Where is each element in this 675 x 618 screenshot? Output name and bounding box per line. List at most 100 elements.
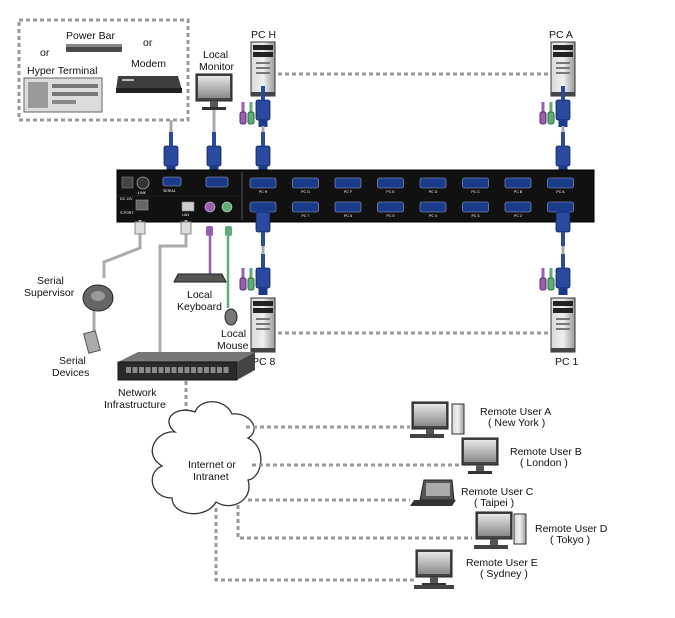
pc-port-label: PC G — [301, 190, 310, 194]
remote-user-name: Remote User D — [535, 523, 608, 535]
pc-port-label: PC B — [514, 190, 523, 194]
serial-port-label: SERIAL — [163, 189, 176, 193]
pc-port — [504, 177, 532, 189]
switch-port — [204, 367, 209, 373]
pc-a-label: PC A — [549, 29, 573, 41]
switch-port — [126, 367, 131, 373]
pc-tower-icon — [550, 297, 576, 353]
pc-port-label: PC 2 — [514, 214, 522, 218]
remote-user-city: ( Sydney ) — [480, 568, 528, 580]
pc-h-label: PC H — [251, 29, 276, 41]
power-bar-icon — [66, 44, 122, 52]
switch-port — [184, 367, 190, 373]
monitor-icon — [461, 437, 499, 475]
pc-port-label: PC D — [429, 190, 438, 194]
pc-port — [462, 201, 489, 213]
lan-port — [181, 201, 195, 212]
switch-port — [139, 367, 144, 373]
pc-port — [547, 177, 574, 189]
vga-cable-icon — [555, 253, 571, 296]
switch-port — [217, 367, 222, 373]
pc-ports-bottom: PC 8PC 7PC 6PC 5PC 4PC 3PC 2PC 1 — [249, 201, 574, 218]
switch-port — [132, 367, 138, 373]
pc-port-label: PC 4 — [429, 214, 437, 218]
switch-port — [145, 367, 151, 373]
remote-links — [214, 425, 472, 582]
pc-port — [504, 201, 532, 213]
pc-port-label: PC 5 — [387, 214, 395, 218]
switch-port — [158, 367, 164, 373]
pc-port — [292, 177, 319, 189]
pc-port — [292, 201, 319, 213]
keyboard-icon — [173, 273, 227, 283]
remote-user-name: Remote User B — [510, 446, 582, 458]
dc-label: DC 12V — [120, 197, 133, 201]
hyper-terminal-label: Hyper Terminal — [27, 65, 97, 77]
remote-user-a: Remote User A ( New York ) — [410, 401, 551, 439]
mouse-icon — [224, 308, 238, 326]
pc-port — [377, 201, 404, 213]
mouse-port — [221, 201, 233, 213]
console-vga-port — [205, 176, 229, 188]
pc-port — [377, 177, 404, 189]
pc-port-label: PC A — [556, 190, 565, 194]
lan-cable — [158, 220, 188, 355]
keyboard-port — [204, 201, 216, 213]
modem-label: Modem — [131, 58, 166, 70]
pc-tower-icon — [451, 403, 465, 435]
pc-tower-icon — [250, 297, 276, 353]
pc-port-label: PC 6 — [344, 214, 352, 218]
vga-connector-icon — [555, 131, 571, 174]
monitor-icon — [415, 549, 453, 587]
pc-port-label: PC E — [386, 190, 395, 194]
monitor-icon — [195, 73, 233, 111]
remote-user-e: Remote User E ( Sydney ) — [414, 549, 538, 589]
remote-user-b: Remote User B ( London ) — [461, 437, 582, 475]
remote-user-city: ( London ) — [520, 457, 568, 469]
ps2-cable-icon — [538, 266, 556, 292]
hyper-terminal-icon — [23, 77, 103, 113]
ps2-cable-icon — [538, 100, 556, 126]
switch-port — [165, 367, 170, 373]
serial-plug-icon — [83, 330, 101, 354]
remote-user-city: ( Tokyo ) — [550, 534, 590, 546]
or-label: or — [40, 47, 50, 59]
switch-port — [223, 367, 229, 373]
keyboard-icon — [414, 585, 454, 589]
monitor-icon — [475, 511, 513, 549]
pc-port — [419, 201, 447, 213]
keyboard-icon — [474, 545, 508, 549]
pc-port — [334, 201, 362, 213]
pc-port — [334, 177, 362, 189]
pc-1-label: PC 1 — [555, 356, 579, 368]
remote-user-c: Remote User C ( Taipei ) — [410, 479, 534, 509]
ps2-cable-icon — [238, 100, 256, 126]
pc-port-label: PC H — [259, 190, 268, 194]
serial-connector-icon — [163, 131, 179, 174]
switch-port — [171, 367, 177, 373]
pc-a: PC A — [538, 29, 576, 174]
pc-h: PC H — [238, 29, 276, 174]
pc-port — [419, 177, 447, 189]
pc-port-label: PC 3 — [472, 214, 480, 218]
vga-cable-icon — [255, 253, 271, 296]
pc-port-label: PC 7 — [302, 214, 310, 218]
pc-tower-icon — [513, 513, 527, 545]
serial-port — [162, 176, 182, 187]
power-bar-label: Power Bar — [66, 30, 116, 42]
lan-port-label: LAN — [182, 213, 189, 217]
modem-icon — [116, 76, 182, 93]
